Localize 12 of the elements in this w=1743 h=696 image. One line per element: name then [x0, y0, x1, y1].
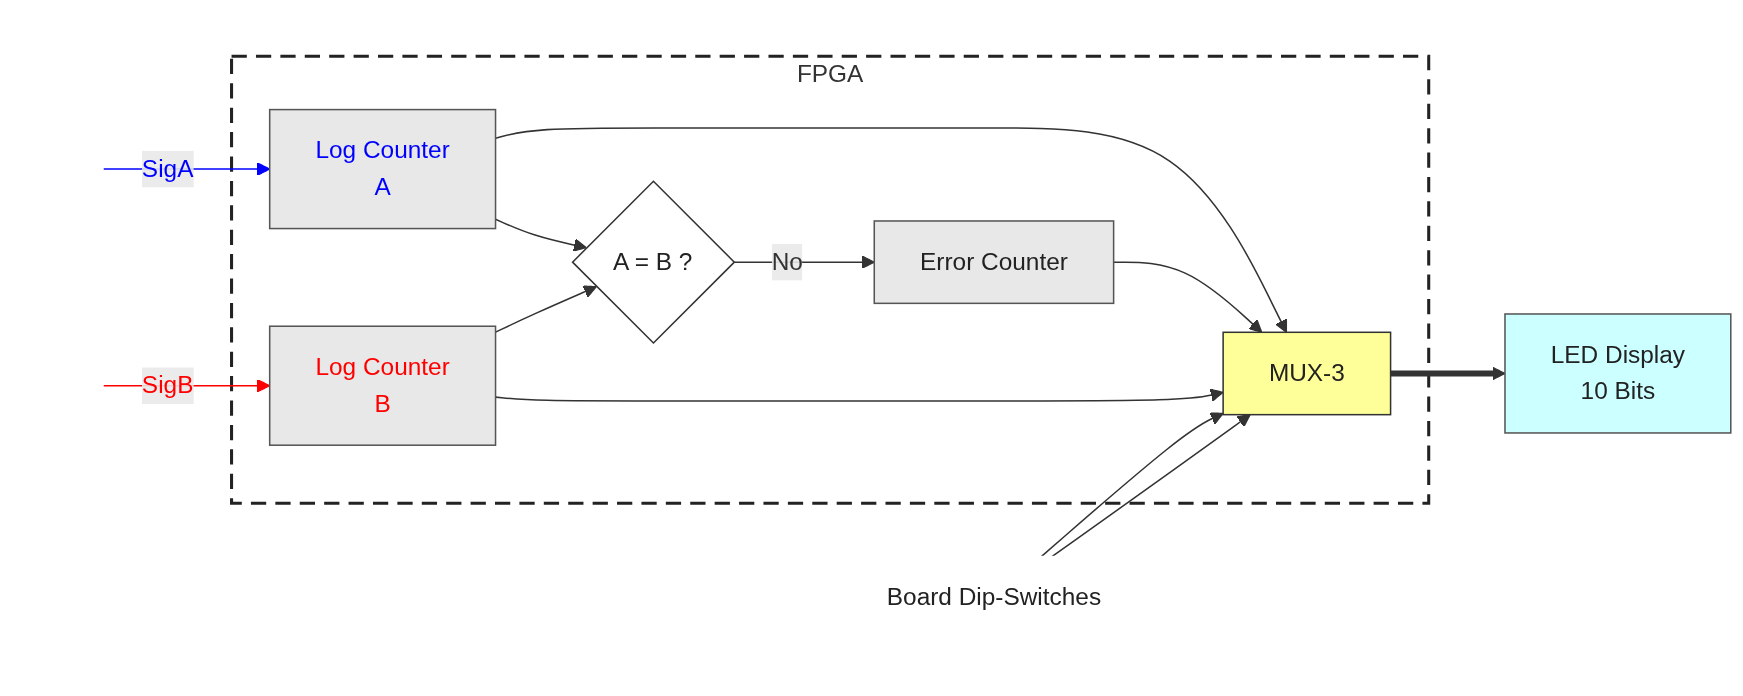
node-box: MUX-3: [1222, 331, 1392, 416]
edge-label: SigA: [141, 155, 194, 182]
edge-label: No: [771, 248, 803, 275]
node-box: LED Display 10 Bits: [1504, 313, 1732, 435]
arrow: [1051, 414, 1251, 558]
node-diamond: A = B ?: [571, 180, 736, 345]
node-box: Log Counter B: [268, 325, 497, 447]
arrow: [1040, 412, 1224, 558]
node-box: Error Counter: [873, 220, 1115, 305]
node-box: Log Counter A: [268, 109, 497, 230]
node-text: Board Dip-Switches: [886, 584, 1102, 611]
edge-label: SigB: [141, 372, 194, 399]
